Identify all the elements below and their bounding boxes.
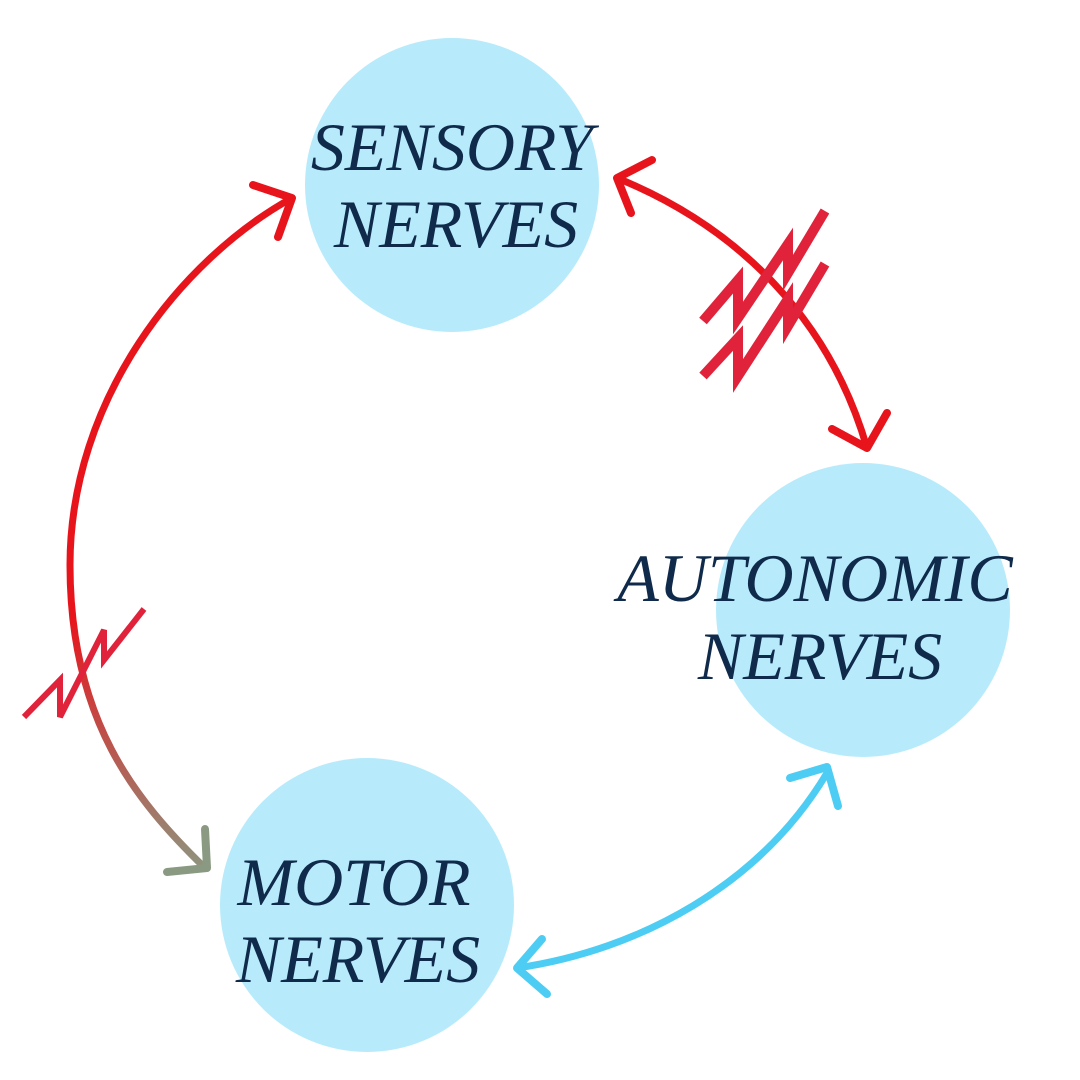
arrowhead-end-icon bbox=[513, 935, 551, 998]
autonomic-label-line2: NERVES bbox=[697, 618, 942, 694]
autonomic-node-label: AUTONOMIC NERVES bbox=[613, 540, 1013, 694]
sensory-autonomic-arrow bbox=[613, 156, 891, 452]
autonomic-label-line1: AUTONOMIC bbox=[613, 540, 1013, 616]
autonomic-node-circle bbox=[716, 463, 1010, 757]
sensory-node-circle bbox=[305, 38, 599, 332]
motor-label-line2: NERVES bbox=[235, 921, 480, 997]
break-mark-icon bbox=[699, 208, 830, 335]
motor-label-line1: MOTOR bbox=[237, 844, 471, 920]
arrowhead-start-icon bbox=[249, 181, 296, 241]
sensory-node-label: SENSORY NERVES bbox=[311, 109, 599, 262]
sensory-label-line2: NERVES bbox=[333, 186, 578, 262]
sensory-label-line1: SENSORY bbox=[311, 109, 599, 185]
sensory-to-motor-arrow bbox=[21, 181, 296, 876]
motor-node-circle bbox=[220, 758, 514, 1052]
break-mark-icon bbox=[699, 261, 830, 393]
arrowhead-start-icon bbox=[786, 763, 842, 810]
motor-node-label: MOTOR NERVES bbox=[235, 844, 480, 997]
arrowhead-end-icon bbox=[828, 409, 891, 452]
arrowhead-end-icon bbox=[163, 825, 211, 876]
autonomic-motor-arrow bbox=[513, 763, 842, 998]
arrowhead-start-icon bbox=[613, 156, 656, 217]
break-mark-icon bbox=[21, 607, 147, 720]
